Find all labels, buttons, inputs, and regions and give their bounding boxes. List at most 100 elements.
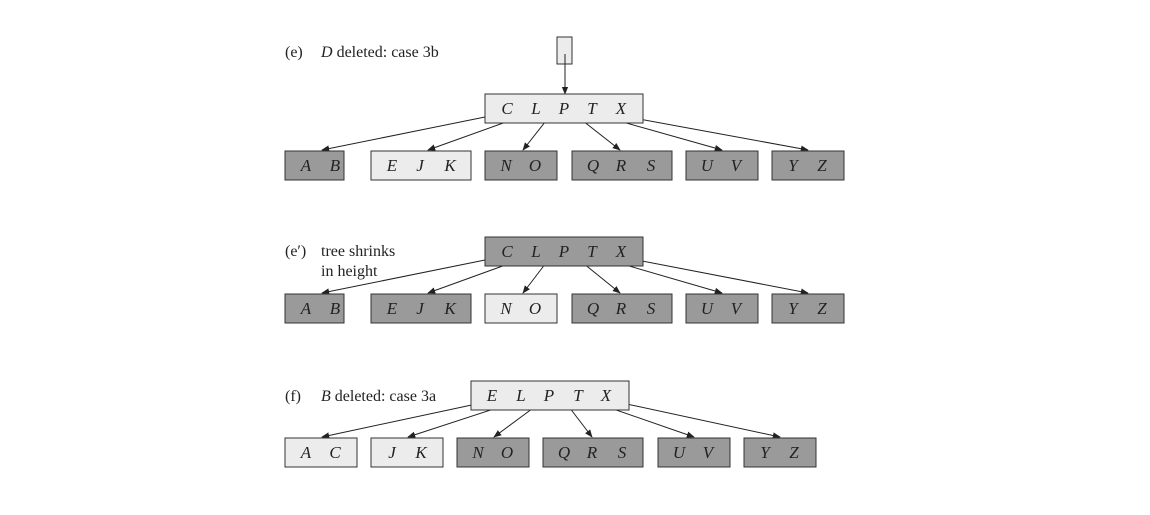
caption-part: D [320,44,333,61]
node-key: Y [788,299,799,318]
node-key: Y [788,156,799,175]
leaf-node-box [771,293,845,324]
node-key: A [300,299,312,318]
panel-label: (e′) [285,243,306,260]
leaf-node-box [484,150,558,181]
node-key: O [501,443,513,462]
node-key: Q [587,299,599,318]
child-pointer-arrow [321,116,486,152]
panel-caption: B deleted: case 3a [321,388,436,405]
node-key: P [558,242,569,261]
panel-label: (f) [285,388,301,405]
node-key: Z [817,299,827,318]
node-key: K [414,443,428,462]
leaf-node-box [571,293,673,324]
root-node-box [470,380,630,411]
leaf-node-box [456,437,530,468]
node-key: E [486,386,498,405]
leaf-node-box [284,293,345,324]
node-key: T [587,242,598,261]
node-key: X [615,99,627,118]
node-key: Z [817,156,827,175]
child-pointer-arrow [621,402,781,439]
node-key: K [443,156,457,175]
node-key: B [330,299,341,318]
leaf-node-box [771,150,845,181]
node-key: R [615,156,627,175]
node-key: L [530,99,540,118]
leaf-node-box [743,437,817,468]
node-key: U [673,443,687,462]
node-key: J [416,156,425,175]
leaf-node-box [685,150,759,181]
node-key: Q [558,443,570,462]
leaf-node-box [657,437,731,468]
panel-caption: tree shrinks [321,243,395,260]
node-key: Q [587,156,599,175]
node-key: Y [760,443,771,462]
node-key: O [529,156,541,175]
node-key: S [647,299,656,318]
node-key: K [443,299,457,318]
panel-caption: D deleted: case 3b [320,44,439,61]
node-key: R [586,443,598,462]
root-node-box [484,236,644,267]
node-key: T [573,386,584,405]
node-key: L [515,386,525,405]
child-pointer-arrow [321,258,491,295]
node-key: X [615,242,627,261]
node-key: U [701,299,715,318]
node-key: A [300,443,312,462]
node-key: C [501,242,513,261]
leaf-node-box [571,150,673,181]
node-key: A [300,156,312,175]
root-node-box [484,93,644,124]
node-key: N [499,299,513,318]
node-key: U [701,156,715,175]
node-key: X [600,386,612,405]
node-key: B [330,156,341,175]
node-key: R [615,299,627,318]
caption-part: deleted: case 3a [331,388,436,405]
node-key: C [329,443,341,462]
leaf-node-box [685,293,759,324]
node-key: J [388,443,397,462]
node-key: L [530,242,540,261]
node-key: P [558,99,569,118]
node-key: V [731,299,744,318]
leaf-node-box [284,150,345,181]
caption-part: tree shrinks [321,243,395,260]
leaf-node-box [370,293,472,324]
node-key: J [416,299,425,318]
node-key: N [471,443,485,462]
node-key: N [499,156,513,175]
child-pointer-arrow [321,402,482,439]
child-pointer-arrow [631,258,809,295]
leaf-node-box [542,437,644,468]
node-key: V [731,156,744,175]
node-key: S [647,156,656,175]
node-key: S [618,443,627,462]
leaf-node-box [370,437,444,468]
node-key: E [386,299,398,318]
node-key: P [543,386,554,405]
node-key: C [501,99,513,118]
